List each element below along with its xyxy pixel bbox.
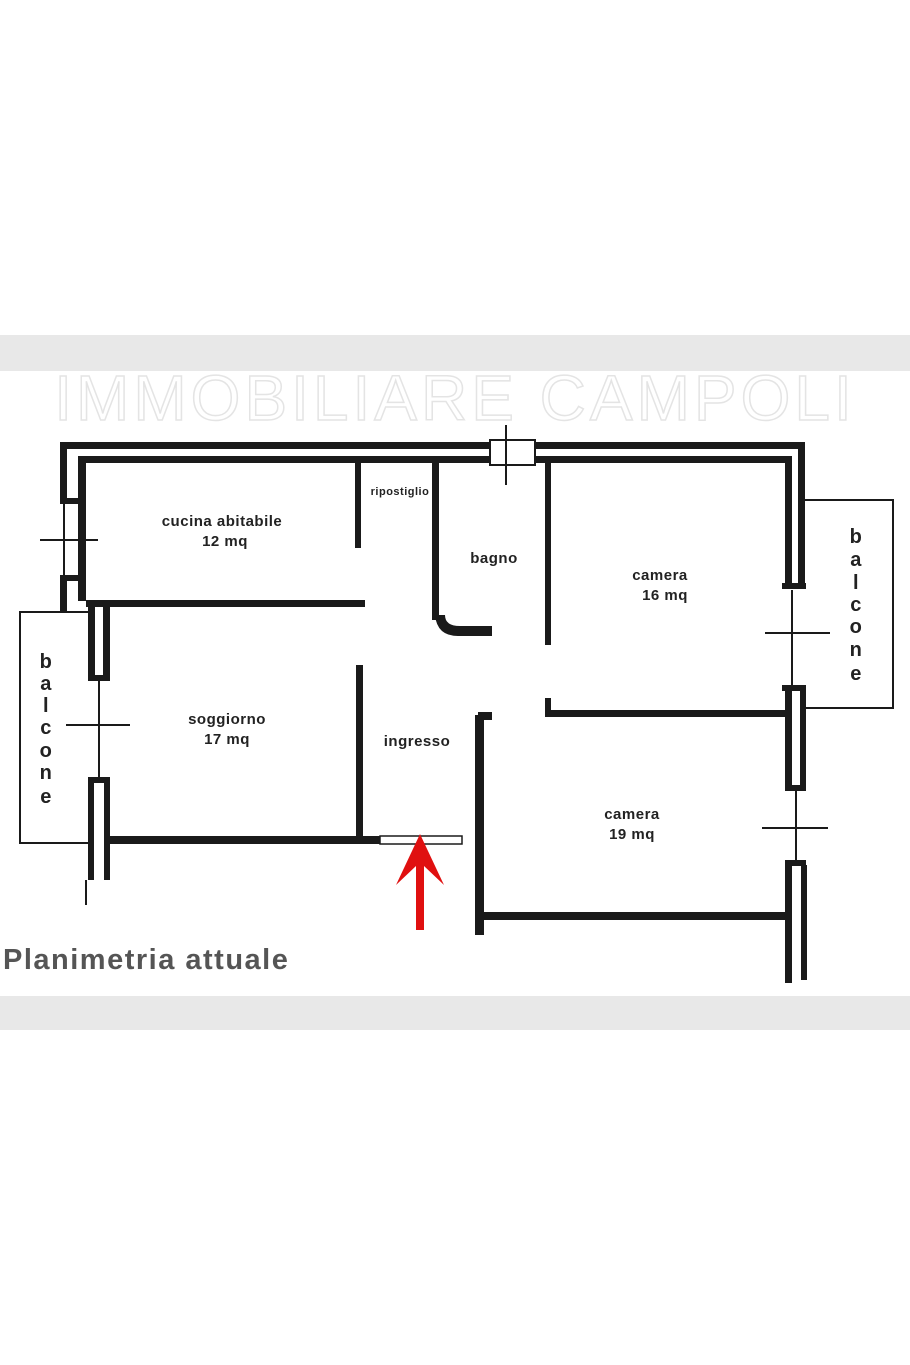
svg-text:b: b	[40, 651, 53, 673]
room-soggiorno-name: soggiorno	[188, 711, 266, 728]
svg-text:a: a	[850, 549, 862, 571]
balcone-label-right: b a l c o n e	[850, 526, 863, 685]
svg-text:l: l	[853, 572, 859, 594]
plan-title: Planimetria attuale	[3, 944, 289, 976]
entrance-arrow-icon	[396, 834, 444, 930]
room-soggiorno-area: 17 mq	[204, 731, 250, 748]
room-camera1-area: 16 mq	[642, 587, 688, 604]
svg-text:b: b	[850, 526, 863, 548]
balcony-left	[19, 611, 88, 844]
room-camera2-area: 19 mq	[609, 826, 655, 843]
room-ingresso-name: ingresso	[384, 733, 451, 750]
room-cucina-area: 12 mq	[202, 533, 248, 550]
svg-text:n: n	[850, 639, 863, 661]
svg-text:c: c	[850, 594, 862, 616]
room-ripostiglio-name: ripostiglio	[371, 486, 430, 498]
svg-text:e: e	[850, 663, 862, 685]
svg-text:n: n	[40, 762, 53, 784]
bottom-gray-band	[0, 996, 910, 1030]
svg-text:o: o	[850, 616, 863, 638]
room-camera2-name: camera	[604, 806, 660, 823]
walls	[40, 425, 830, 983]
watermark: IMMOBILIARE CAMPOLI	[54, 362, 855, 434]
room-camera1-name: camera	[632, 567, 688, 584]
room-cucina-name: cucina abitabile	[162, 513, 283, 530]
svg-text:l: l	[43, 695, 49, 717]
balcony-right	[805, 499, 894, 709]
balcone-label-left: b a l c o n e	[40, 651, 53, 808]
svg-text:c: c	[40, 717, 52, 739]
svg-text:o: o	[40, 740, 53, 762]
top-gray-band	[0, 335, 910, 371]
svg-text:a: a	[40, 673, 52, 695]
svg-text:e: e	[40, 786, 52, 808]
room-bagno-name: bagno	[470, 550, 518, 567]
